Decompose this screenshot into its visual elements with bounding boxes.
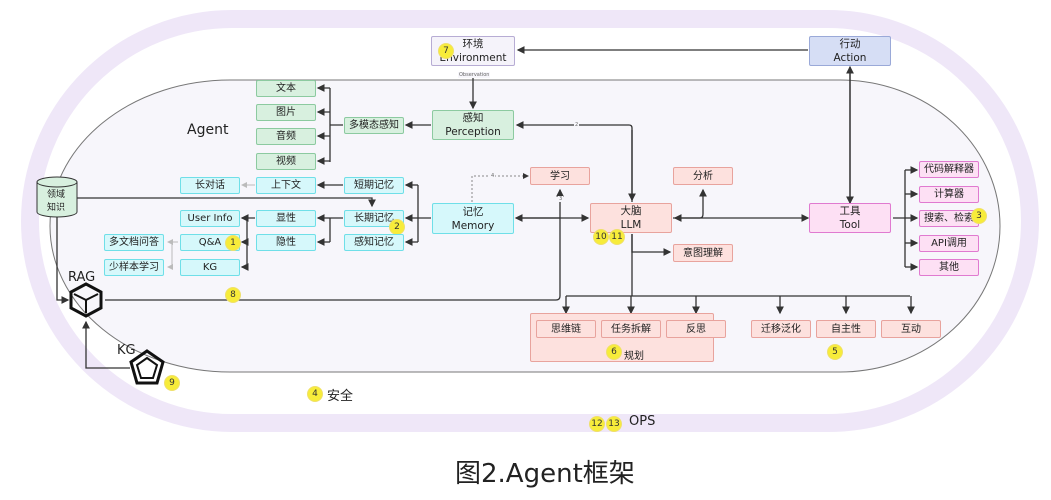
database-cylinder-icon <box>36 176 78 218</box>
badge-13: 13 <box>607 417 621 431</box>
tool-label-cn: 工具 <box>839 205 861 217</box>
multimodal-item-image[interactable]: 图片 <box>256 104 316 121</box>
capability-interaction[interactable]: 互动 <box>881 320 941 338</box>
planning-item-cot[interactable]: 思维链 <box>536 320 596 338</box>
ops-ring <box>21 10 1039 432</box>
badge-4: 4 <box>308 387 322 401</box>
long-term-memory-node[interactable]: 长期记忆 <box>344 210 404 227</box>
long-dialog-node[interactable]: 长对话 <box>180 177 240 194</box>
environment-label-en: Environment <box>439 52 507 64</box>
user-info-node[interactable]: User Info <box>180 210 240 227</box>
badge-7: 7 <box>439 44 453 58</box>
explicit-memory-node[interactable]: 显性 <box>256 210 316 227</box>
badge-11: 11 <box>610 230 624 244</box>
memory-node[interactable]: 记忆 Memory <box>432 203 514 234</box>
badge-8: 8 <box>226 288 240 302</box>
multimodal-item-video[interactable]: 视频 <box>256 153 316 170</box>
few-shot-node[interactable]: 少样本学习 <box>104 259 164 276</box>
domain-knowledge-line1: 领域 <box>47 190 66 200</box>
action-label-cn: 行动 <box>839 38 861 50</box>
perception-label-en: Perception <box>445 126 501 138</box>
edge-label-3: 3 <box>558 196 564 202</box>
badge-9: 9 <box>165 376 179 390</box>
perception-label-cn: 感知 <box>462 112 484 124</box>
tool-item-code-interpreter[interactable]: 代码解释器 <box>919 161 979 178</box>
agent-label: Agent <box>187 122 229 138</box>
memory-label-cn: 记忆 <box>462 205 484 218</box>
multimodal-item-audio[interactable]: 音频 <box>256 128 316 145</box>
connectors <box>56 46 919 369</box>
planning-item-task-decomposition[interactable]: 任务拆解 <box>601 320 661 338</box>
security-label: 安全 <box>327 389 354 404</box>
tool-node[interactable]: 工具 Tool <box>809 203 891 233</box>
figure-caption: 图2.Agent框架 <box>455 459 635 489</box>
perception-node[interactable]: 感知 Perception <box>432 110 514 140</box>
kg-label: KG <box>117 343 136 358</box>
memory-label-en: Memory <box>451 219 495 232</box>
rag-label: RAG <box>68 270 96 285</box>
edge-label-4: 4 <box>490 173 496 179</box>
sensory-memory-node[interactable]: 感知记忆 <box>344 234 404 251</box>
light-connectors <box>167 182 255 270</box>
llm-label-en: LLM <box>620 219 642 231</box>
badge-2: 2 <box>390 220 404 234</box>
intent-understanding-node[interactable]: 意图理解 <box>673 244 733 262</box>
ops-label: OPS <box>629 414 656 429</box>
learning-node[interactable]: 学习 <box>530 167 590 185</box>
kg-memory-node[interactable]: KG <box>180 259 240 276</box>
capability-autonomy[interactable]: 自主性 <box>816 320 876 338</box>
tool-item-search[interactable]: 搜索、检索 <box>919 210 979 227</box>
multimodal-item-text[interactable]: 文本 <box>256 80 316 97</box>
short-term-memory-node[interactable]: 短期记忆 <box>344 177 404 194</box>
multimodal-node[interactable]: 多模态感知 <box>344 117 404 134</box>
action-node[interactable]: 行动 Action <box>809 36 891 66</box>
tool-label-en: Tool <box>839 219 861 231</box>
observation-label: Observation <box>458 72 491 78</box>
planning-item-reflection[interactable]: 反思 <box>666 320 726 338</box>
kg-pentagon-icon <box>129 349 165 385</box>
context-node[interactable]: 上下文 <box>256 177 316 194</box>
tool-item-calculator[interactable]: 计算器 <box>919 186 979 203</box>
action-label-en: Action <box>833 52 867 64</box>
badge-1: 1 <box>226 236 240 250</box>
badge-12: 12 <box>590 417 604 431</box>
memory-learning-link <box>471 173 529 202</box>
badge-6: 6 <box>607 345 621 359</box>
tool-item-api[interactable]: API调用 <box>919 235 979 252</box>
implicit-memory-node[interactable]: 隐性 <box>256 234 316 251</box>
capability-transfer[interactable]: 迁移泛化 <box>751 320 811 338</box>
badge-10: 10 <box>594 230 608 244</box>
llm-label-cn: 大脑 <box>620 205 642 217</box>
domain-knowledge-label: 领域 知识 <box>47 189 65 215</box>
domain-knowledge-line2: 知识 <box>47 203 66 213</box>
multi-doc-qa-node[interactable]: 多文档问答 <box>104 234 164 251</box>
rag-cube-icon <box>69 282 103 318</box>
badge-5: 5 <box>828 345 842 359</box>
analysis-node[interactable]: 分析 <box>673 167 733 185</box>
planning-label: 规划 <box>624 351 644 362</box>
llm-node[interactable]: 大脑 LLM <box>590 203 672 233</box>
tool-item-other[interactable]: 其他 <box>919 259 979 276</box>
badge-3: 3 <box>972 209 986 223</box>
environment-label-cn: 环境 <box>462 38 484 50</box>
edge-label-2: 2 <box>574 122 580 128</box>
